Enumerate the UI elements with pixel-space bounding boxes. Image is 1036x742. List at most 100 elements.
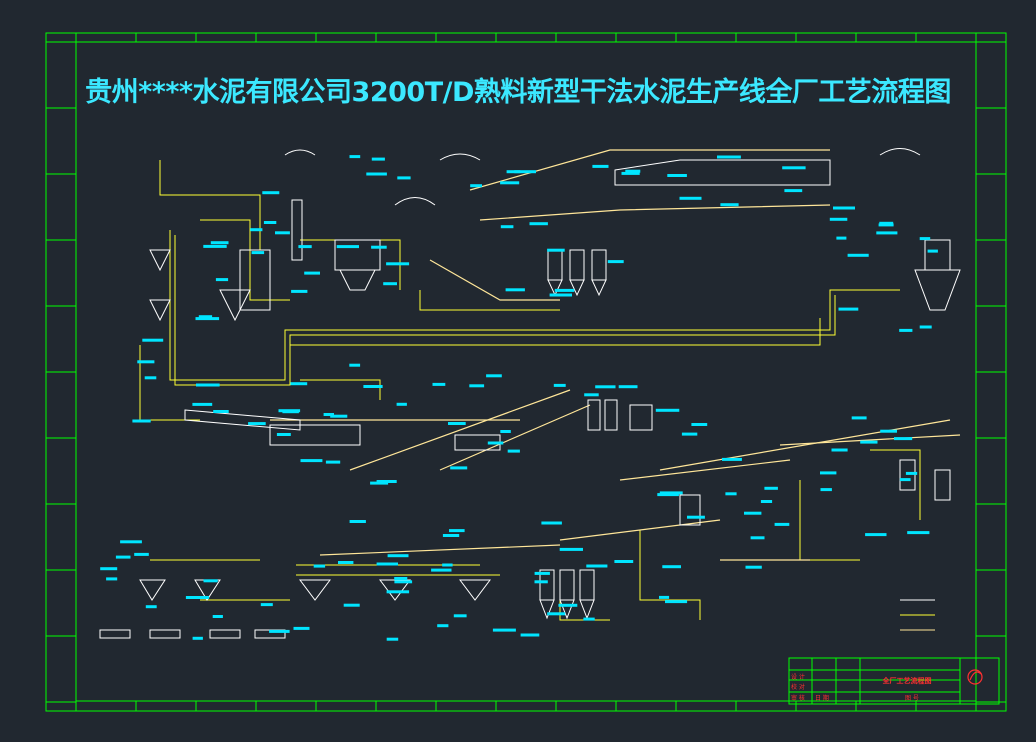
equipment-tag xyxy=(431,568,452,572)
equipment-tag xyxy=(662,565,681,569)
equipment-tag xyxy=(500,225,514,229)
equipment-tag xyxy=(349,363,361,367)
equipment-tag xyxy=(134,552,149,556)
equipment-tag xyxy=(304,271,320,275)
equipment-tag xyxy=(196,383,220,387)
equipment-tag xyxy=(120,540,142,544)
equipment-tag xyxy=(144,376,157,380)
legend xyxy=(900,599,935,631)
equipment-tag xyxy=(300,459,323,463)
equipment-tag xyxy=(290,382,308,386)
equipment-tag xyxy=(486,374,502,378)
equipment-outlines xyxy=(99,148,961,639)
equipment-tag xyxy=(203,244,227,248)
equipment-tag xyxy=(595,385,616,389)
equipment-tag xyxy=(210,241,229,245)
equipment-tag xyxy=(437,624,449,628)
equipment-tag xyxy=(744,511,762,515)
company-logo xyxy=(967,669,983,685)
equipment-tag xyxy=(667,174,687,177)
equipment-tag xyxy=(774,522,790,526)
equipment-tag xyxy=(782,166,806,170)
equipment-tag xyxy=(657,493,679,497)
equipment-tag xyxy=(507,449,520,453)
equipment-tag xyxy=(313,564,326,568)
equipment-tags xyxy=(100,155,938,641)
equipment-tag xyxy=(366,172,387,176)
equipment-tag xyxy=(820,471,837,475)
equipment-tag xyxy=(691,423,708,426)
equipment-tag xyxy=(330,414,348,418)
equipment-tag xyxy=(833,206,855,210)
title-block xyxy=(788,657,1000,705)
equipment-tag xyxy=(836,236,847,240)
equipment-tag xyxy=(394,577,408,580)
equipment-tag xyxy=(325,460,341,464)
equipment-tag xyxy=(470,184,482,188)
equipment-tag xyxy=(349,520,366,523)
equipment-tag xyxy=(847,253,869,257)
equipment-tag xyxy=(469,384,485,388)
equipment-tag xyxy=(760,500,773,503)
equipment-tag xyxy=(764,486,778,490)
equipment-tag xyxy=(905,471,918,475)
equipment-tag xyxy=(559,547,583,551)
equipment-tag xyxy=(298,245,312,249)
equipment-tag xyxy=(195,317,220,321)
equipment-tag xyxy=(586,564,608,568)
title-block-drawing-name: 全厂工艺流程图 xyxy=(882,677,932,685)
equipment-tag xyxy=(655,408,680,412)
equipment-tag xyxy=(529,222,548,226)
equipment-tag xyxy=(838,307,859,311)
equipment-tag xyxy=(894,437,913,441)
equipment-tag xyxy=(291,289,308,293)
equipment-tag xyxy=(625,169,641,173)
equipment-tag xyxy=(142,338,164,342)
equipment-tag xyxy=(829,217,848,221)
equipment-tag xyxy=(371,245,387,249)
equipment-tag xyxy=(215,278,229,282)
equipment-tag xyxy=(687,515,705,519)
equipment-tag xyxy=(907,531,930,535)
equipment-tag xyxy=(276,433,291,436)
equipment-tag xyxy=(293,626,310,630)
equipment-tag xyxy=(500,181,520,185)
equipment-tag xyxy=(203,579,218,583)
equipment-tag xyxy=(534,571,550,575)
equipment-tag xyxy=(251,251,265,255)
equipment-tag xyxy=(506,170,521,174)
equipment-tag xyxy=(659,491,683,495)
equipment-tag xyxy=(592,164,609,168)
equipment-tag xyxy=(878,223,894,227)
equipment-tag xyxy=(860,440,878,444)
equipment-tag xyxy=(500,430,511,433)
equipment-tag xyxy=(553,383,566,387)
equipment-tag xyxy=(919,237,931,241)
equipment-tag xyxy=(614,560,634,563)
equipment-tag xyxy=(376,480,397,483)
equipment-tag xyxy=(132,419,151,423)
equipment-tag xyxy=(192,636,203,640)
equipment-tag xyxy=(260,603,273,607)
equipment-tag xyxy=(275,231,290,235)
equipment-tag xyxy=(621,171,640,175)
equipment-tag xyxy=(549,293,572,297)
equipment-tag xyxy=(448,422,466,425)
drawing-title: 贵州****水泥有限公司3200T/D熟料新型干法水泥生产线全厂工艺流程图 xyxy=(85,77,951,108)
pipe-network xyxy=(139,160,921,621)
equipment-tag xyxy=(681,432,698,436)
equipment-tag xyxy=(386,637,399,641)
equipment-tag xyxy=(547,248,565,252)
equipment-tag xyxy=(876,231,898,235)
equipment-tag xyxy=(520,633,540,637)
equipment-tag xyxy=(137,360,155,364)
equipment-tag xyxy=(394,580,413,584)
equipment-tag xyxy=(349,155,361,159)
title-block-row-date: 日 期 xyxy=(815,695,829,702)
title-block-row-design: 设 计 xyxy=(791,674,805,681)
equipment-tag xyxy=(185,596,210,599)
equipment-tag xyxy=(584,393,599,397)
equipment-tag xyxy=(851,416,867,420)
equipment-tag xyxy=(323,413,334,416)
equipment-tag xyxy=(750,536,765,540)
